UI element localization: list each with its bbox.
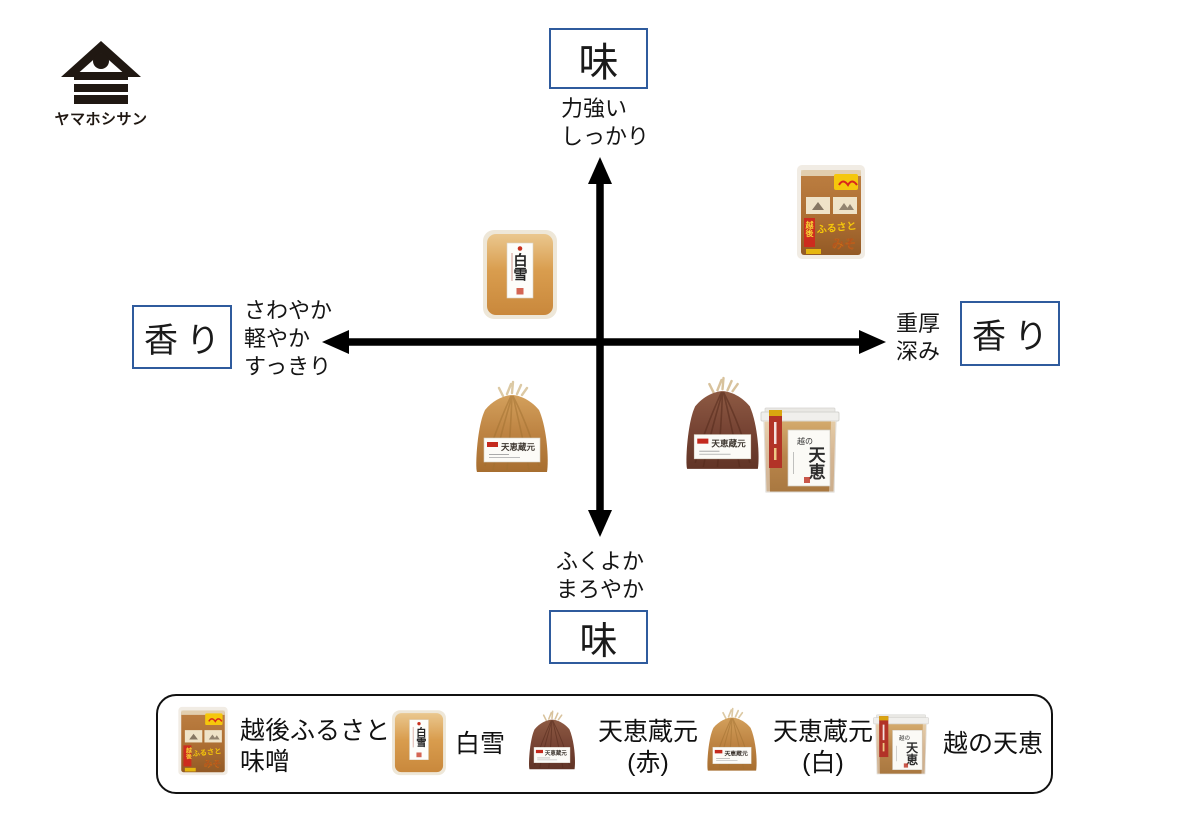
brand-logo: ヤマホシサン — [53, 40, 149, 129]
arrowhead-up-icon — [588, 157, 612, 184]
product-photo-tenkei-kuramoto-aka — [677, 376, 768, 483]
axis-desc-taste-top: 力強い しっかり — [561, 95, 649, 151]
legend-photo-tenkei-kuramoto-aka — [523, 710, 581, 780]
axis-box-taste-bottom: 味 — [549, 610, 648, 664]
arrowhead-down-icon — [588, 510, 612, 537]
brand-logo-text: ヤマホシサン — [54, 111, 148, 128]
axis-box-aroma-left: 香り — [132, 305, 232, 369]
legend-label-line: 白雪 — [455, 730, 506, 758]
desc-line: 軽やか — [244, 326, 311, 351]
axis-box-taste-top: 味 — [549, 28, 648, 89]
desc-line: 力強い — [561, 96, 628, 121]
legend: 越後ふるさと 味噌 白雪 天恵蔵元 (赤) 天恵蔵元 (白) 越の天恵 — [156, 694, 1053, 794]
legend-label-line: 越の天恵 — [943, 730, 1044, 758]
legend-label-line: 天恵蔵元 — [597, 718, 698, 746]
legend-label-line: 越後ふるさと — [240, 717, 391, 745]
legend-photo-koshi-no-tenkei — [870, 709, 932, 784]
arrowhead-right-icon — [859, 330, 886, 354]
desc-line: まろやか — [556, 577, 645, 602]
axis-desc-aroma-right: 重厚 深み — [896, 310, 940, 366]
legend-label: 天恵蔵元 (赤) — [596, 717, 700, 779]
desc-line: すっきり — [244, 354, 332, 379]
legend-label-line: (赤) — [627, 749, 669, 777]
product-photo-shirayuki — [479, 227, 561, 328]
legend-photo-echigo-furusato-miso — [176, 704, 230, 783]
legend-label: 白雪 — [455, 729, 505, 760]
axis-desc-taste-bottom: ふくよか まろやか — [556, 548, 644, 604]
axis-box-aroma-right: 香り — [960, 301, 1060, 366]
legend-label: 天恵蔵元 (白) — [771, 717, 875, 779]
legend-label-line: (白) — [802, 749, 844, 777]
product-photo-tenkei-kuramoto-shiro — [467, 380, 557, 486]
desc-line: 重厚 — [896, 311, 941, 336]
arrowhead-left-icon — [322, 330, 349, 354]
legend-label: 越の天恵 — [943, 729, 1043, 760]
yamahoshisan-house-icon — [61, 41, 141, 104]
product-photo-echigo-furusato-miso — [794, 161, 868, 268]
legend-label-line: 味噌 — [240, 748, 291, 776]
axis-desc-aroma-left: さわやか 軽やか すっきり — [244, 297, 332, 381]
desc-line: 深み — [896, 339, 941, 364]
legend-photo-shirayuki — [389, 708, 449, 783]
desc-line: さわやか — [244, 298, 333, 323]
legend-label-line: 天恵蔵元 — [772, 718, 873, 746]
desc-line: ふくよか — [556, 549, 645, 574]
product-photo-koshi-no-tenkei — [756, 400, 844, 504]
desc-line: しっかり — [561, 124, 650, 149]
legend-label: 越後ふるさと 味噌 — [240, 716, 390, 778]
legend-photo-tenkei-kuramoto-shiro — [701, 707, 763, 782]
